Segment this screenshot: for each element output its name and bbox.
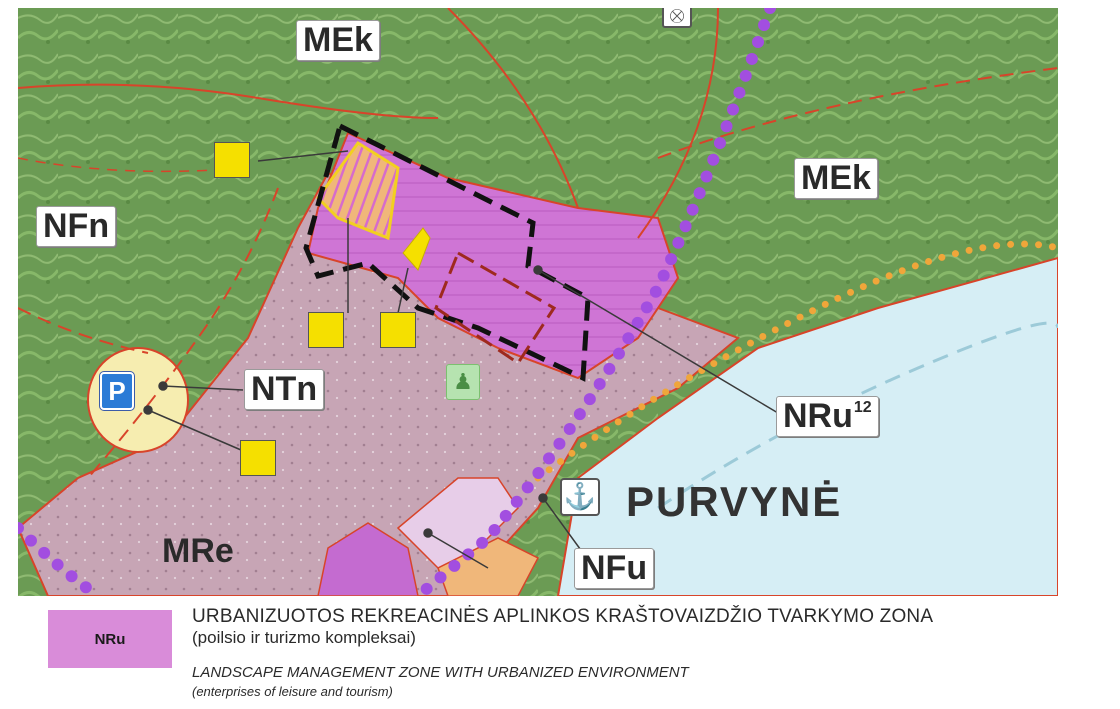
facility-square-icon[interactable] — [380, 312, 416, 348]
planned-area-outline — [303, 122, 591, 382]
beach-icon[interactable]: ♟ — [446, 364, 480, 400]
map-area[interactable]: MEk MEk NFn NTn NRu12 NFu MRe PURVYNĖ P … — [18, 8, 1058, 596]
label-mek-top-text: MEk — [303, 21, 373, 59]
label-mek-top: MEk — [296, 20, 380, 62]
map-symbol-icon[interactable]: ⛒ — [662, 8, 692, 28]
legend-title-lt: URBANIZUOTOS REKREACINĖS APLINKOS KRAŠTO… — [192, 606, 934, 627]
urban-patch-bottom — [317, 522, 419, 596]
label-nru-12: NRu12 — [776, 396, 879, 438]
label-nfu-text: NFu — [581, 549, 648, 587]
label-mek-right: MEk — [794, 158, 878, 200]
legend-swatch-label: NRu — [94, 630, 126, 648]
label-nfn: NFn — [36, 206, 117, 248]
legend-swatch: NRu — [48, 610, 172, 668]
label-nfu: NFu — [574, 548, 655, 590]
facility-square-icon[interactable] — [308, 312, 344, 348]
label-nfn-text: NFn — [43, 207, 110, 245]
place-name: PURVYNĖ — [626, 478, 843, 525]
label-mre-text: MRe — [162, 532, 234, 570]
orange-route — [534, 240, 1058, 482]
label-ntn-text: NTn — [251, 370, 318, 408]
purple-route — [412, 8, 776, 596]
map-canvas — [18, 8, 1058, 596]
facility-square-icon[interactable] — [240, 440, 276, 476]
label-nru-text: NRu — [783, 397, 853, 435]
label-mre: MRe — [156, 532, 240, 571]
parking-icon[interactable]: P — [100, 372, 134, 410]
legend-title-en: LANDSCAPE MANAGEMENT ZONE WITH URBANIZED… — [192, 664, 689, 681]
label-ntn: NTn — [244, 369, 325, 411]
label-nru-superscript: 12 — [853, 399, 872, 416]
facility-square-icon[interactable] — [214, 142, 250, 178]
legend-subtitle-lt: (poilsio ir turizmo kompleksai) — [192, 628, 416, 647]
anchor-icon[interactable]: ⚓ — [560, 478, 600, 516]
label-mek-right-text: MEk — [801, 159, 871, 197]
detail-area-outline — [434, 250, 557, 366]
legend-subtitle-en: (enterprises of leisure and tourism) — [192, 684, 393, 699]
